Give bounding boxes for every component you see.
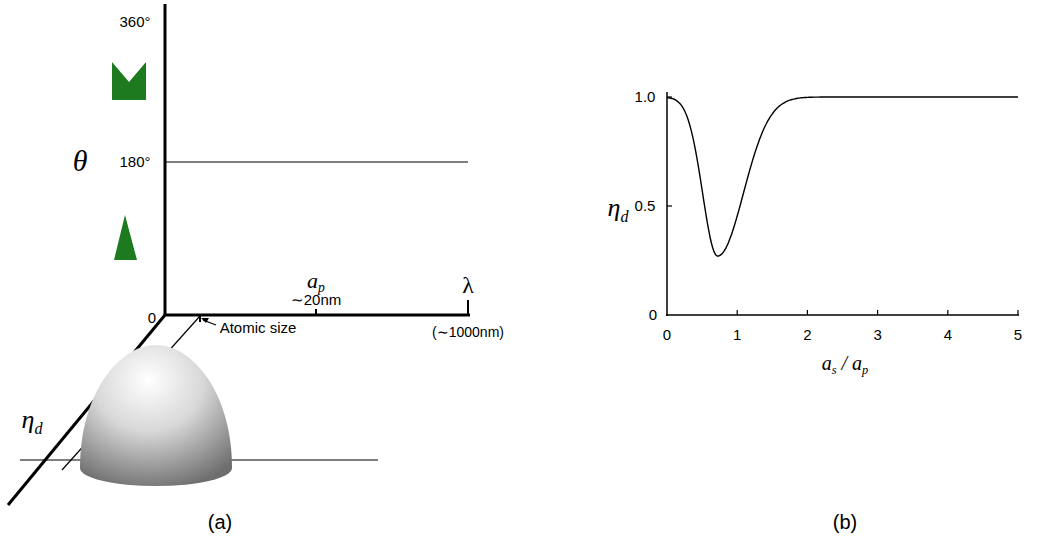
tick-label: 0 [663, 327, 671, 344]
plot-ticks [667, 97, 1018, 315]
axis-label: θ [73, 144, 88, 177]
lambda-tick [467, 300, 469, 315]
tick-label: 0 [148, 310, 156, 327]
size-tick [315, 309, 317, 315]
axis-label: ηd [22, 406, 43, 437]
tick-label: 2 [803, 327, 811, 344]
tick-label: 3 [873, 327, 881, 344]
axis-label: λ [462, 272, 474, 298]
tick-label: 5 [1014, 327, 1022, 344]
panel-label: (a) [208, 511, 232, 533]
tick-label: 1 [733, 327, 741, 344]
panel-label: (b) [833, 511, 857, 533]
tick-label: 1.0 [635, 89, 656, 106]
axis-label: ηd [608, 194, 629, 225]
efficiency-dome [80, 345, 232, 486]
tick-label: 0 [649, 307, 657, 324]
tick-label: 360° [119, 14, 150, 31]
tick-label: ∼20nm [291, 292, 342, 309]
axis-label: as / ap [822, 352, 869, 378]
theta-axis [164, 4, 167, 316]
convex-tip-symbol [114, 215, 137, 260]
tick-label: 0.5 [635, 198, 656, 215]
concave-tip-symbol [112, 62, 146, 100]
tick-label: 180° [119, 154, 150, 171]
arrow-head [201, 318, 209, 323]
efficiency-curve [667, 97, 1018, 256]
plot-x-axis [666, 314, 1019, 316]
theta-180-line [165, 161, 468, 162]
tick-label: 4 [944, 327, 952, 344]
tick-label: (∼1000nm) [432, 325, 504, 340]
callout-label: Atomic size [220, 320, 297, 337]
plot-y-axis [666, 92, 668, 316]
